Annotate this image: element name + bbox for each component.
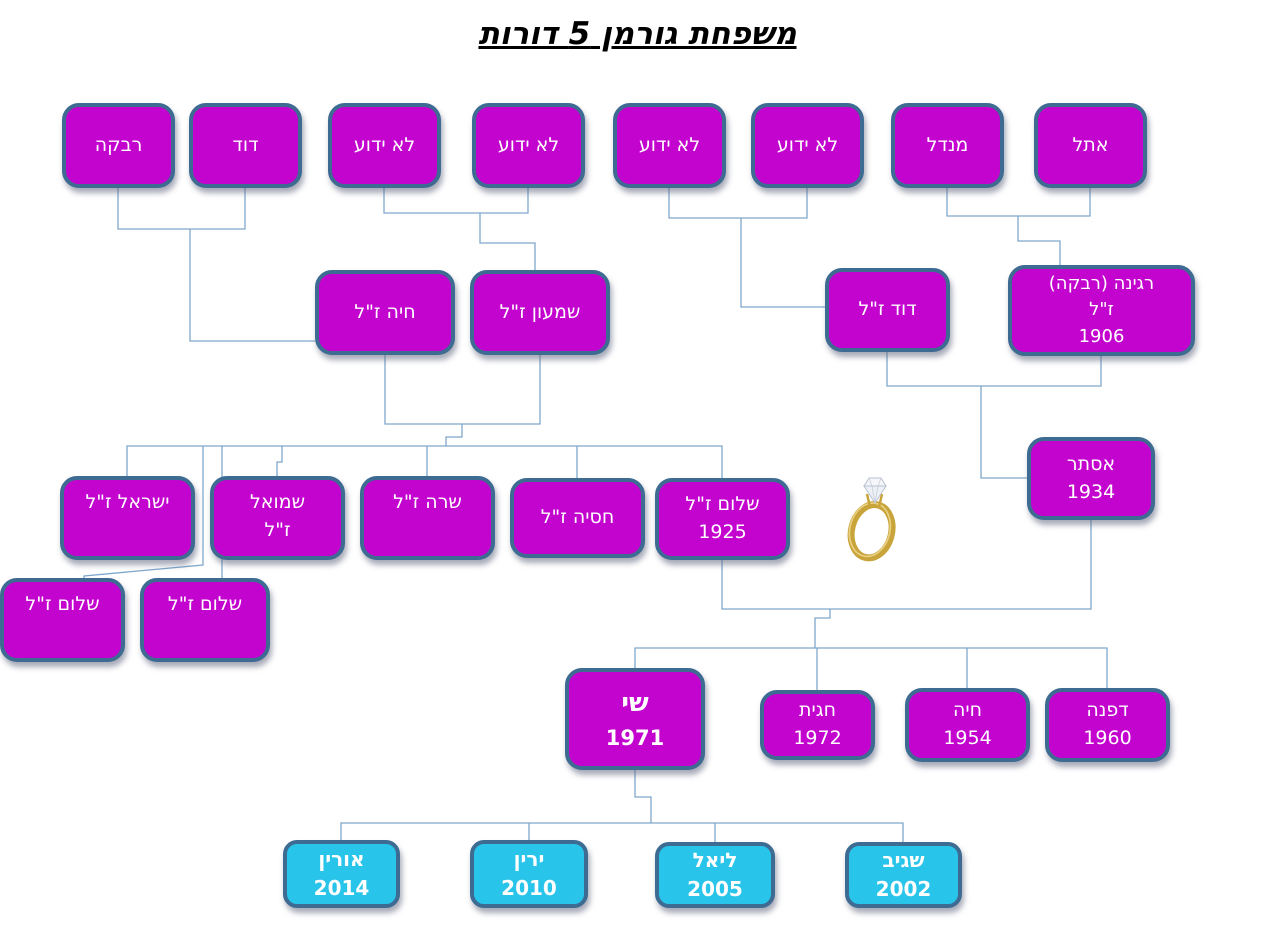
node-text-line: שרה ז"ל — [393, 491, 462, 513]
node-text-line: רגינה (רבקה) — [1048, 273, 1155, 295]
node-text-line: אורין — [318, 847, 365, 871]
node-text-line: דוד ז"ל — [858, 298, 917, 321]
person-node-liel[interactable]: ליאל 2005 — [655, 842, 775, 908]
node-text-line: ירין — [513, 847, 545, 871]
person-node-chasia-zl[interactable]: חסיה ז"ל — [510, 478, 645, 558]
node-text-line: שלום ז"ל — [167, 593, 243, 615]
person-node-unknown-2[interactable]: לא ידוע — [472, 103, 585, 188]
connector-line — [668, 188, 808, 219]
person-node-shimon-zl[interactable]: שמעון ז"ל — [470, 270, 610, 355]
person-node-unknown-3[interactable]: לא ידוע — [613, 103, 726, 188]
person-node-regina-rivka[interactable]: רגינה (רבקה) ז"ל 1906 — [1008, 265, 1195, 356]
person-node-yarin[interactable]: ירין 2010 — [470, 840, 588, 908]
node-text-line: שי — [621, 687, 649, 718]
person-node-shmuel-zl[interactable]: שמואל ז"ל — [210, 476, 345, 560]
node-text-line: 2005 — [687, 877, 743, 901]
node-text-line: ז"ל — [1089, 299, 1114, 321]
connector-line — [886, 350, 1102, 387]
node-text-line: לא ידוע — [353, 133, 416, 156]
person-node-shai[interactable]: שי 1971 — [565, 668, 705, 770]
node-text-line: 2014 — [313, 876, 370, 900]
connector-line — [980, 386, 1027, 479]
node-text-line: דוד — [232, 133, 259, 156]
person-node-david-zl[interactable]: דוד ז"ל — [825, 268, 950, 352]
connector-line — [117, 188, 246, 230]
connector-line — [740, 218, 825, 308]
node-text-line: 1954 — [943, 727, 992, 749]
person-node-etel[interactable]: אתל — [1034, 103, 1147, 188]
person-node-sagiv[interactable]: שגיב 2002 — [845, 842, 962, 908]
person-node-unknown-4[interactable]: לא ידוע — [751, 103, 864, 188]
connector-line — [445, 424, 463, 446]
node-text-line: שמעון ז"ל — [499, 300, 581, 323]
node-text-line: דפנה — [1086, 699, 1129, 722]
ring-icon[interactable] — [836, 470, 914, 572]
connector-line — [634, 647, 1108, 688]
node-text-line: 1960 — [1083, 727, 1132, 749]
node-text-line: אתל — [1072, 133, 1109, 156]
connector-line — [634, 770, 652, 823]
node-text-line: ישראל ז"ל — [85, 491, 170, 513]
node-text-line: חיה — [952, 699, 983, 722]
node-text-line: 2002 — [875, 877, 932, 901]
node-text-line: לא ידוע — [638, 133, 701, 156]
node-text-line: שמואל — [249, 491, 306, 513]
person-node-hagit[interactable]: חגית 1972 — [760, 690, 875, 760]
person-node-mendel[interactable]: מנדל — [891, 103, 1004, 188]
person-node-dafna[interactable]: דפנה 1960 — [1045, 688, 1170, 762]
connector-line — [814, 609, 831, 648]
node-text-line: ז"ל — [264, 518, 291, 541]
person-node-esther[interactable]: אסתר 1934 — [1027, 437, 1155, 520]
node-text-line: רבקה — [94, 133, 143, 156]
node-text-line: 1925 — [698, 521, 747, 543]
node-text-line: ליאל — [692, 848, 738, 872]
connector-line — [340, 822, 904, 842]
connector-line — [126, 445, 723, 478]
node-text-line: 1972 — [793, 727, 842, 749]
connector-line — [189, 229, 315, 342]
node-text-line: 1971 — [605, 725, 665, 750]
node-text-line: 1906 — [1078, 325, 1125, 347]
person-node-rivka[interactable]: רבקה — [62, 103, 175, 188]
connector-line — [479, 213, 536, 270]
person-node-orin[interactable]: אורין 2014 — [283, 840, 400, 908]
person-node-chaya-1954[interactable]: חיה 1954 — [905, 688, 1030, 762]
person-node-david[interactable]: דוד — [189, 103, 302, 188]
node-text-line: לא ידוע — [776, 133, 839, 156]
diagram-title: משפחת גורמן 5 דורות — [478, 16, 797, 52]
node-text-line: שלום ז"ל — [25, 593, 100, 615]
node-text-line: לא ידוע — [497, 133, 560, 156]
person-node-shalom-zl-1925[interactable]: שלום ז"ל 1925 — [655, 478, 790, 560]
node-text-line: מנדל — [926, 133, 969, 156]
connector-line — [721, 520, 1092, 610]
connector-line — [1017, 216, 1061, 265]
person-node-sara-zl[interactable]: שרה ז"ל — [360, 476, 495, 560]
person-node-shalom-zl-right[interactable]: שלום ז"ל — [140, 578, 270, 662]
person-node-israel-zl[interactable]: ישראל ז"ל — [60, 476, 195, 560]
node-text-line: חיה ז"ל — [354, 300, 416, 323]
node-text-line: שלום ז"ל — [685, 493, 760, 516]
person-node-shalom-zl-left[interactable]: שלום ז"ל — [0, 578, 125, 662]
connector-line — [83, 446, 204, 578]
node-text-line: אסתר — [1066, 452, 1116, 475]
node-text-line: שגיב — [882, 848, 925, 872]
connector-line — [384, 355, 541, 425]
connector-line — [383, 188, 529, 214]
node-text-line: חסיה ז"ל — [540, 506, 615, 529]
connector-line — [276, 446, 283, 476]
connector-line — [946, 188, 1091, 217]
node-text-line: חגית — [799, 699, 836, 722]
person-node-unknown-1[interactable]: לא ידוע — [328, 103, 441, 188]
node-text-line: 1934 — [1066, 480, 1116, 503]
node-text-line: 2010 — [501, 876, 557, 900]
person-node-chaya-zl[interactable]: חיה ז"ל — [315, 270, 455, 355]
